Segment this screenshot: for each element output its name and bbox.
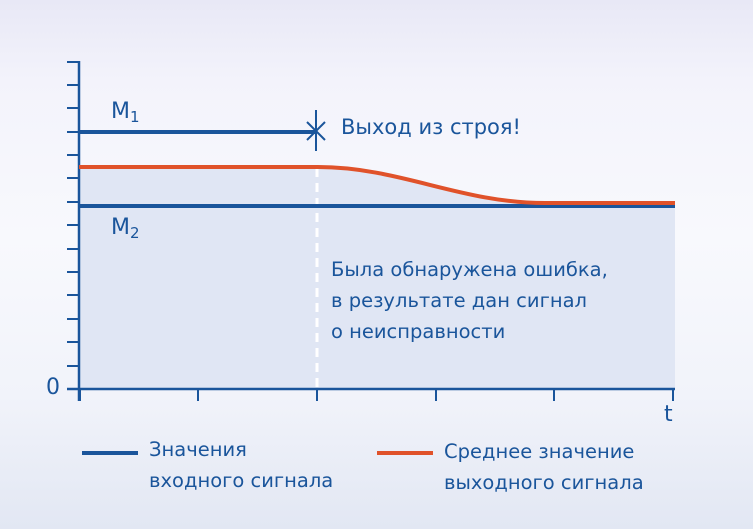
output-shaded-area	[79, 167, 675, 389]
failure-label: Выход из строя!	[341, 115, 521, 139]
legend-output-label: Среднее значение выходного сигнала	[444, 436, 644, 498]
error-note-line: о неисправности	[331, 320, 506, 343]
legend-output-line-2: выходного сигнала	[444, 471, 644, 494]
y-axis-ticks	[67, 61, 79, 390]
failure-star-icon	[306, 110, 326, 151]
m2-label: M2	[111, 215, 140, 242]
y-origin-label: 0	[46, 375, 60, 400]
m1-label: M1	[111, 99, 140, 126]
error-note-line: Была обнаружена ошибка,	[331, 258, 608, 281]
x-axis-label: t	[664, 402, 673, 427]
legend-input-line-1: Значения	[149, 438, 247, 461]
error-detected-note: Была обнаружена ошибка, в результате дан…	[331, 254, 608, 347]
legend-input-line-2: входного сигнала	[149, 469, 334, 492]
x-axis-ticks	[79, 389, 674, 401]
legend-input-label: Значения входного сигнала	[149, 434, 333, 496]
output-mean-curve	[79, 165, 675, 205]
legend-output-line-1: Среднее значение	[444, 440, 635, 463]
error-note-line: в результате дан сигнал	[331, 289, 587, 312]
